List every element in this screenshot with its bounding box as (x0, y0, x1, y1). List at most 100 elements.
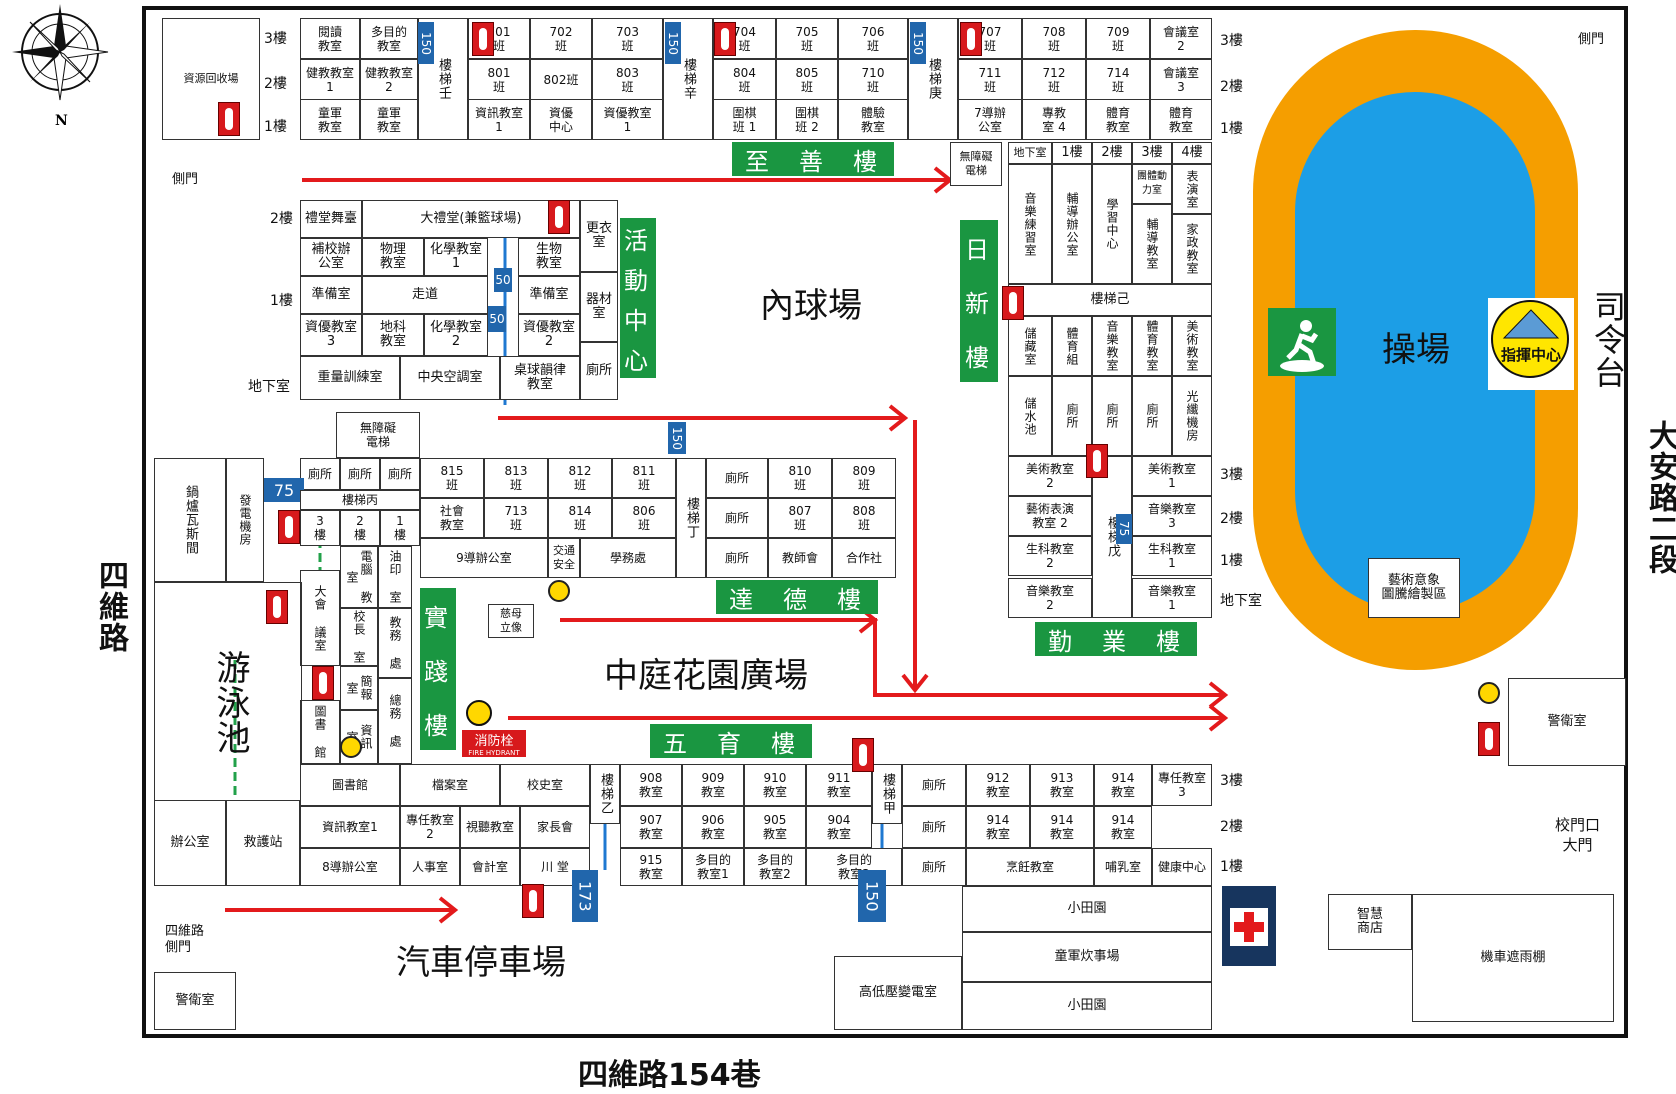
hd-floor-b1: 地下室 (248, 379, 290, 395)
group-dynamics-room: 團體動力室 (1132, 164, 1172, 204)
zhishan-room: 710 班 (838, 59, 908, 100)
accessible-elevator-south[interactable]: 無障礙 電梯 (336, 412, 420, 458)
building-dade: 達德樓 (716, 580, 878, 614)
floor-3f-east: 3樓 (1220, 33, 1243, 49)
print-room: 油印 室 (378, 546, 412, 608)
fire-extinguisher-icon (472, 22, 494, 56)
storage-room: 儲藏室 (1008, 316, 1052, 376)
library-sj: 圖書 館 (300, 700, 340, 764)
zhishan-room: 體育 教室 (1086, 99, 1150, 140)
qinye-room: 美術教室 1 (1132, 456, 1212, 496)
stair-ding[interactable]: 樓梯丁 (676, 458, 706, 578)
elevator-150-c: 150 (910, 22, 926, 64)
compass-icon (12, 4, 109, 101)
zhishan-room: 資訊教室 1 (468, 99, 530, 140)
dade-room: 810 班 (768, 458, 832, 498)
hydrant-icon (466, 700, 492, 726)
floor-3f: 3樓 (264, 31, 287, 47)
wuyu-room: 多目的 教室1 (682, 848, 744, 886)
wuyu-room: 專任教室 3 (1152, 764, 1212, 806)
zhishan-room: 803 班 (592, 59, 663, 100)
wuyu-room: 廁所 (902, 848, 966, 886)
wuyu-room: 人事室 (400, 848, 460, 886)
zhishan-room: 705 班 (776, 18, 838, 59)
zhishan-room: 805 班 (776, 59, 838, 100)
dade-room: 808 班 (832, 498, 896, 538)
wuyu-room: 907 教室 (620, 806, 682, 848)
prep-room-1: 準備室 (300, 276, 362, 314)
rx-2f: 2樓 (1092, 142, 1132, 164)
recycle-area: 資源回收場 (162, 18, 260, 140)
computer-room: 電腦 教室 (340, 546, 378, 608)
floor-1f: 1樓 (264, 119, 287, 135)
zhishan-room: 會議室 2 (1150, 18, 1212, 59)
art-totem-area: 藝術意象 圖騰繪製區 (1368, 558, 1460, 618)
stage: 禮堂舞臺 (300, 200, 362, 238)
wuyu-room: 914 教室 (966, 806, 1030, 848)
zhishan-room: 會議室 3 (1150, 59, 1212, 100)
mother-statue: 慈母 立像 (488, 604, 534, 638)
floor-label: 3 樓 (300, 510, 340, 546)
fire-extinguisher-icon (218, 102, 240, 136)
rx-1f: 1樓 (1052, 142, 1092, 164)
field-label: 操場 (1382, 330, 1450, 370)
zhishan-room: 健教教室 1 (300, 59, 360, 100)
table-tennis-room: 桌球韻律 教室 (500, 356, 580, 400)
building-qinye: 勤業樓 (1035, 622, 1197, 656)
dade-room: 713 班 (484, 498, 548, 538)
fire-hydrant: 消防栓 FIRE HYDRANT (460, 700, 528, 757)
wuyu-room: 914 教室 (1030, 806, 1094, 848)
north-label: N (55, 113, 68, 129)
stair-yi[interactable]: 樓梯乙 (590, 764, 620, 824)
wuyu-room: 909 教室 (682, 764, 744, 806)
wuyu-room: 914 教室 (1094, 764, 1152, 806)
zhishan-room: 資優 中心 (530, 99, 592, 140)
wuyu-room: 圖書館 (300, 764, 400, 806)
stair-bing[interactable]: 樓梯丙 (300, 490, 420, 510)
fire-extinguisher-icon (1478, 722, 1500, 756)
elevator-50-b: 50 (488, 306, 506, 332)
zhishan-room: 資優教室 1 (592, 99, 663, 140)
substation: 高低壓變電室 (834, 956, 962, 1030)
gifted-room-3: 資優教室 3 (300, 314, 362, 356)
aisle: 走道 (362, 276, 488, 314)
elevator-173: 173 (572, 870, 598, 922)
equipment-room: 器材 室 (580, 272, 618, 342)
accessible-elevator-north[interactable]: 無障礙 電梯 (950, 142, 1002, 186)
prep-room-2: 準備室 (518, 276, 580, 314)
wuyu-room: 廁所 (902, 806, 966, 848)
zhishan-room: 702 班 (530, 18, 592, 59)
restroom: 廁所 (340, 458, 380, 490)
wuyu-room: 多目的 教室3 (806, 848, 902, 886)
scout-kitchen: 童軍炊事場 (962, 932, 1212, 982)
dade-room: 813 班 (484, 458, 548, 498)
fire-extinguisher-icon (312, 666, 334, 700)
qinye-room: 音樂教室 3 (1132, 496, 1212, 536)
guard-room-east: 警衛室 (1508, 678, 1626, 766)
fire-extinguisher-icon (266, 590, 288, 624)
restroom: 廁所 (380, 458, 420, 490)
rx-3f: 3樓 (1132, 142, 1172, 164)
emergency-phone-icon (340, 736, 362, 758)
dade-room: 814 班 (548, 498, 612, 538)
pool-label: 游泳池 (210, 650, 250, 755)
hydrant-label: 消防栓 (474, 734, 514, 749)
zhishan-room: 714 班 (1086, 59, 1150, 100)
dade-room: 合作社 (832, 538, 896, 578)
fire-extinguisher-icon (1086, 444, 1108, 478)
stair-jia[interactable]: 樓梯甲 (872, 764, 902, 824)
wuyu-room: 913 教室 (1030, 764, 1094, 806)
hydrant-label-en: FIRE HYDRANT (468, 749, 520, 757)
fire-extinguisher-icon (1002, 286, 1024, 320)
building-zhishan: 至善樓 (732, 142, 894, 176)
hd-floor-1f: 1樓 (270, 293, 293, 309)
gate-side-ne: 側門 (1578, 32, 1605, 47)
fire-extinguisher-icon (278, 510, 300, 544)
stair-ji[interactable]: 樓梯己 (1008, 284, 1212, 316)
dade-room: 806 班 (612, 498, 676, 538)
dade-room: 812 班 (548, 458, 612, 498)
floor-label: 2 樓 (340, 510, 380, 546)
zhishan-room: 804 班 (713, 59, 776, 100)
elevator-75-b: 75 (1116, 514, 1132, 544)
wuyu-room: 915 教室 (620, 848, 682, 886)
